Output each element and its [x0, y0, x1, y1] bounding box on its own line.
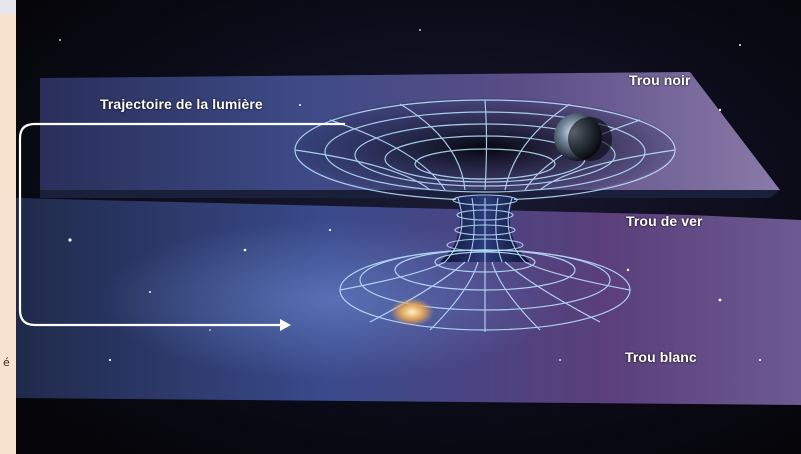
white-hole-label: Trou blanc	[625, 349, 697, 365]
light-path-label: Trajectoire de la lumière	[100, 96, 263, 112]
white-hole-star	[390, 298, 434, 326]
wormhole-label: Trou de ver	[626, 213, 703, 229]
black-hole-shadow	[568, 117, 612, 161]
black-hole-label: Trou noir	[629, 72, 691, 88]
